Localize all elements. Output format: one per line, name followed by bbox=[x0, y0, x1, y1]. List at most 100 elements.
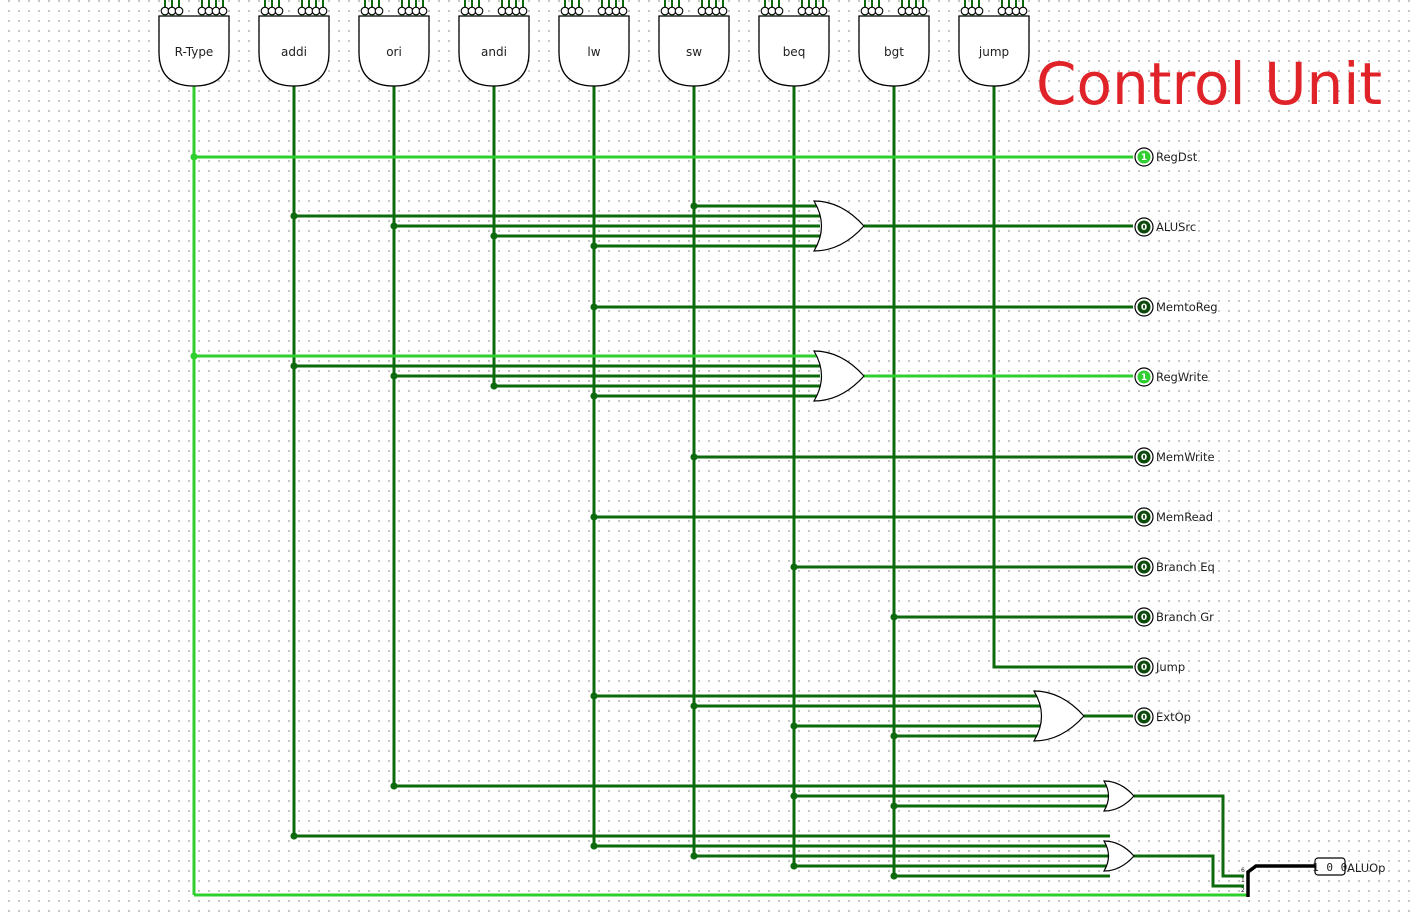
inverter-bubble bbox=[474, 6, 484, 16]
wire-junction bbox=[590, 513, 598, 521]
decoder-label: beq bbox=[783, 45, 806, 59]
aluop-bit0-or-gate bbox=[1102, 840, 1135, 872]
pin-label: MemRead bbox=[1156, 510, 1213, 524]
wire-junction bbox=[890, 613, 898, 621]
pin-label: Branch Gr bbox=[1156, 610, 1214, 624]
decoder-label: addi bbox=[281, 45, 307, 59]
inverter-bubble bbox=[1018, 6, 1028, 16]
inverter-bubble bbox=[874, 6, 884, 16]
decoder-gate-beq: beq bbox=[758, 0, 830, 87]
wire-junction bbox=[590, 842, 598, 850]
inverter-bubble bbox=[318, 6, 328, 16]
wire-junction bbox=[290, 362, 298, 370]
pin-value: 0 bbox=[1141, 223, 1147, 233]
inverter-bubble bbox=[518, 6, 528, 16]
decoder-gate-addi: addi bbox=[258, 0, 330, 87]
and-gate-body bbox=[258, 15, 330, 87]
pin-label: MemtoReg bbox=[1156, 300, 1218, 314]
inverter-bubble bbox=[218, 6, 228, 16]
splitter-bit-index: 6 bbox=[1241, 867, 1245, 874]
aluop-bit1-or-gate bbox=[1102, 780, 1135, 812]
pin-led bbox=[1137, 560, 1151, 574]
regwrite-or-gate bbox=[812, 350, 865, 402]
alusrc-or-gate bbox=[812, 200, 865, 252]
wire-junction bbox=[890, 802, 898, 810]
wire-junction bbox=[490, 382, 498, 390]
inverter-bubble bbox=[618, 6, 628, 16]
inverter-bubble bbox=[818, 6, 828, 16]
pin-led bbox=[1137, 300, 1151, 314]
wire-junction bbox=[290, 832, 298, 840]
decoder-label: andi bbox=[481, 45, 507, 59]
inverter-bubble bbox=[274, 6, 284, 16]
wire-junction bbox=[690, 702, 698, 710]
inverter-bubble bbox=[374, 6, 384, 16]
wire-junction bbox=[590, 692, 598, 700]
wire-junction bbox=[690, 453, 698, 461]
decoder-gate-andi: andi bbox=[458, 0, 530, 87]
splitter-bit-index: 1 bbox=[1241, 877, 1245, 884]
output-pin[interactable]: 1 RegDst bbox=[1134, 147, 1198, 167]
pin-value: 0 bbox=[1141, 663, 1147, 673]
pin-value: 1 bbox=[1141, 153, 1147, 163]
wire-junction bbox=[190, 352, 198, 360]
inverter-bubble bbox=[974, 6, 984, 16]
pin-label: ExtOp bbox=[1156, 710, 1191, 724]
pin-label: RegWrite bbox=[1156, 370, 1208, 384]
output-pin[interactable]: 0 ExtOp bbox=[1134, 707, 1191, 727]
decoder-label: jump bbox=[978, 45, 1009, 59]
splitter-bit-index: 2 bbox=[1241, 887, 1245, 894]
wire-junction bbox=[790, 563, 798, 571]
pin-value: 0 bbox=[1141, 453, 1147, 463]
wire-jump bbox=[992, 665, 1133, 669]
and-gate-body bbox=[158, 15, 230, 87]
wire-junction bbox=[390, 372, 398, 380]
wire-junction bbox=[590, 392, 598, 400]
wire-junction bbox=[590, 303, 598, 311]
pin-value: 0 bbox=[1141, 303, 1147, 313]
and-gate-body bbox=[558, 15, 630, 87]
output-pin[interactable]: 0 MemtoReg bbox=[1134, 297, 1218, 317]
decoder-label: bgt bbox=[884, 45, 904, 59]
inverter-bubble bbox=[918, 6, 928, 16]
decoder-gate-sw: sw bbox=[658, 0, 730, 87]
output-pin[interactable]: 0 Branch Eq bbox=[1134, 557, 1215, 577]
wire-junction bbox=[590, 242, 598, 250]
inverter-bubble bbox=[674, 6, 684, 16]
pin-led bbox=[1137, 660, 1151, 674]
wire-junction bbox=[390, 222, 398, 230]
inverter-bubble bbox=[174, 6, 184, 16]
pin-label: RegDst bbox=[1156, 150, 1198, 164]
aluop-bit0-or-gate-output bbox=[1134, 854, 1244, 888]
pin-led bbox=[1137, 150, 1151, 164]
output-pin[interactable]: 0 Jump bbox=[1134, 657, 1185, 677]
output-pin[interactable]: 0 ALUSrc bbox=[1134, 217, 1196, 237]
pin-led bbox=[1137, 220, 1151, 234]
aluop-bit1-or-gate-output bbox=[1134, 794, 1244, 878]
inverter-bubble bbox=[574, 6, 584, 16]
wire-junction bbox=[890, 732, 898, 740]
pin-label: Branch Eq bbox=[1156, 560, 1215, 574]
aluop-value: 1 0 0 bbox=[1312, 861, 1348, 874]
wire-junction bbox=[690, 852, 698, 860]
pin-value: 0 bbox=[1141, 713, 1147, 723]
aluop-bus bbox=[1246, 864, 1316, 897]
inverter-bubble bbox=[774, 6, 784, 16]
pin-label: ALUSrc bbox=[1156, 220, 1196, 234]
decoder-gate-R-Type: R-Type bbox=[158, 0, 230, 87]
extop-or-gate bbox=[1032, 690, 1085, 742]
pin-label: Jump bbox=[1155, 660, 1185, 674]
decoder-label: lw bbox=[587, 45, 600, 59]
and-gate-body bbox=[958, 15, 1030, 87]
pin-value: 0 bbox=[1141, 563, 1147, 573]
and-gate-body bbox=[858, 15, 930, 87]
